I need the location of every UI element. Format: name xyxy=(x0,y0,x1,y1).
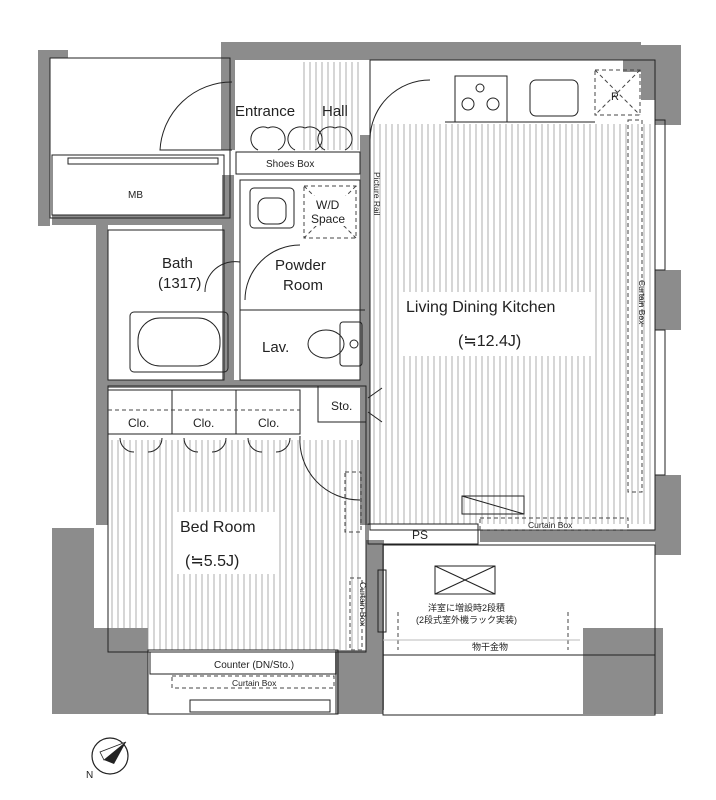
entrance-door xyxy=(159,81,233,151)
sto-door xyxy=(367,387,383,423)
curtain-box-bottom-label: Curtain Box xyxy=(232,678,277,688)
curtain-box-bedroom-label: Curtain Box xyxy=(358,582,368,627)
bedroom-window xyxy=(189,699,331,713)
bath-size: (1317) xyxy=(158,275,201,292)
counter xyxy=(149,651,337,675)
hall-door-swing xyxy=(369,79,431,141)
ps-label: PS xyxy=(412,528,428,542)
sto-label: Sto. xyxy=(331,399,352,413)
closet-doors xyxy=(119,437,291,453)
bedroom-door xyxy=(299,435,361,501)
stove-icon xyxy=(454,75,508,123)
fridge-label: R xyxy=(611,91,619,103)
bath-label: Bath xyxy=(162,255,193,272)
bathtub-icon xyxy=(129,311,229,373)
balcony-note-1: 洋室に増設時2段積 xyxy=(428,602,505,613)
wd-space-label-1: W/D xyxy=(316,198,340,212)
wd-space-box xyxy=(303,185,357,239)
clo1-label: Clo. xyxy=(128,416,149,430)
outline xyxy=(49,57,656,716)
ldk-size: (≒12.4J) xyxy=(458,333,521,350)
curtain-box-right-label: Curtain Box xyxy=(637,280,647,325)
ps-box xyxy=(367,523,479,545)
curtain-box-right xyxy=(627,119,643,493)
ldk-windows xyxy=(654,119,666,476)
bedroom-closet xyxy=(344,471,362,533)
picture-rail-label: Picture Rail xyxy=(372,172,382,216)
sto-box xyxy=(317,385,367,423)
powder-room-label-2: Room xyxy=(283,277,323,294)
bedroom-size: (≒5.5J) xyxy=(185,553,239,570)
bath-door xyxy=(204,261,241,293)
hall-floor xyxy=(303,62,359,150)
drying-hardware-label: 物干金物 xyxy=(472,641,508,652)
bedroom-side-window xyxy=(377,569,387,633)
curtain-box-ldk xyxy=(479,517,629,531)
compass-letter: N xyxy=(86,770,93,781)
powder-door xyxy=(244,244,301,301)
entrance-label: Entrance xyxy=(235,103,295,120)
curtain-box-ldk-label: Curtain Box xyxy=(528,520,573,530)
clo3-label: Clo. xyxy=(258,416,279,430)
shoes-box xyxy=(235,151,361,175)
ac-unit-box xyxy=(434,565,496,595)
wd-space-label-2: Space xyxy=(311,212,345,226)
curtain-box-bottom xyxy=(171,675,335,689)
lav-label: Lav. xyxy=(262,339,289,356)
powder-room-label-1: Powder xyxy=(275,257,326,274)
shoes-box-doors xyxy=(250,126,353,151)
fridge-box xyxy=(594,69,641,116)
counter-label: Counter (DN/Sto.) xyxy=(214,660,294,671)
balcony-note-2: (2段式室外機ラック実装) xyxy=(416,614,517,625)
washbasin-icon xyxy=(249,187,295,229)
mb-shelf xyxy=(67,157,219,165)
bedroom-label: Bed Room xyxy=(180,519,256,536)
sink-icon xyxy=(529,79,579,117)
compass-icon xyxy=(91,737,129,775)
ldk-label: Living Dining Kitchen xyxy=(406,299,555,316)
shoes-box-label: Shoes Box xyxy=(266,159,314,170)
clo2-label: Clo. xyxy=(193,416,214,430)
walls xyxy=(38,42,681,714)
ldk-step xyxy=(461,495,525,515)
mb-label: MB xyxy=(128,190,143,201)
hall-label: Hall xyxy=(322,103,348,120)
closets xyxy=(107,389,301,435)
toilet-icon xyxy=(307,321,363,367)
